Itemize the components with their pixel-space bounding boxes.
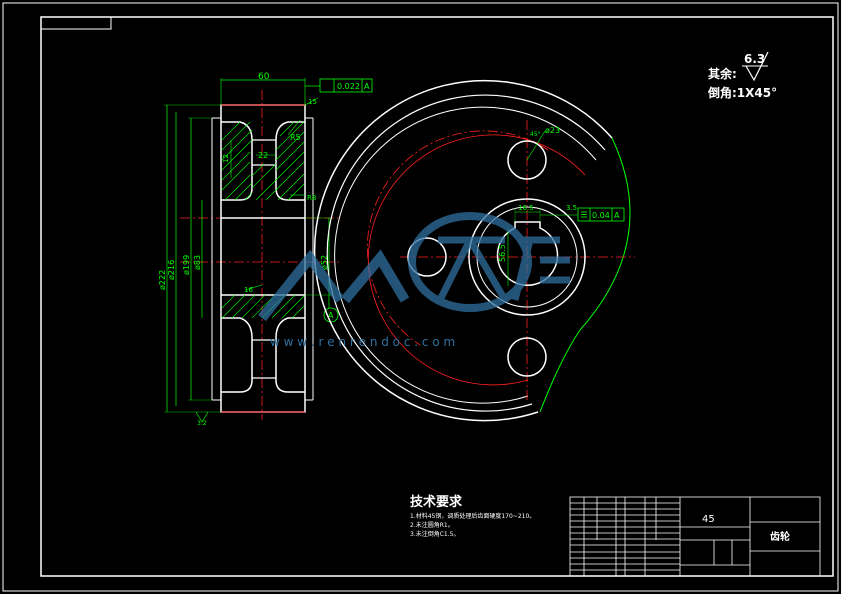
dim-56-5: 56.5 <box>498 244 507 262</box>
chamfer-note: 倒角:1X45° <box>707 85 777 100</box>
section-view <box>164 78 373 423</box>
other-surfaces-label: 其余: <box>708 66 737 81</box>
roughness-bottom: 3.2 <box>197 420 207 427</box>
dim-3-5: 3.5 <box>566 204 577 212</box>
dim-dia-216: ø216 <box>167 260 176 280</box>
dim-16-5: 16.5 <box>518 204 534 212</box>
tol-value-top: 0.022 <box>337 82 360 91</box>
dim-dia-23: ø23 <box>545 126 560 135</box>
title-material: 45 <box>702 514 715 525</box>
dim-dia-222: ø222 <box>158 270 167 290</box>
inner-frame <box>40 16 834 577</box>
dim-12: 12 <box>222 154 230 163</box>
datum-a-label: A <box>328 311 334 320</box>
tech-item-2: 2.未注圆角R1。 <box>410 521 454 529</box>
dim-angle-45: 45° <box>530 131 541 138</box>
roughness-value: 6.3 <box>744 52 765 66</box>
watermark-logo <box>258 212 570 322</box>
corner-box <box>40 16 112 30</box>
dim-dia-199: ø199 <box>182 255 191 275</box>
dim-r8: R8 <box>307 194 316 202</box>
dim-dia-52: ø52 <box>320 255 329 270</box>
tolerance-frame-key <box>577 207 625 222</box>
tol-datum-top: A <box>364 82 370 91</box>
tech-item-3: 3.未注倒角C1.5。 <box>410 530 459 538</box>
tech-title: 技术要求 <box>410 494 463 510</box>
title-block <box>569 496 821 577</box>
watermark-url: w w w . r e n r e n d o c . c o m <box>270 335 455 349</box>
dim-16-section: 16 <box>244 286 253 294</box>
tech-item-1: 1.材料45钢，调质处理后齿面硬度170~210。 <box>410 512 535 520</box>
dim-22: 22 <box>258 151 268 160</box>
tol-value-key: 0.04 <box>592 211 610 220</box>
dim-r5: R5 <box>290 133 301 142</box>
tol-datum-key: A <box>614 211 620 220</box>
tolerance-frame-top <box>319 78 373 93</box>
dim-dia-83: ø83 <box>193 255 202 270</box>
dim-angle-top: 15 <box>308 98 317 106</box>
title-part-name: 齿轮 <box>770 530 790 543</box>
surface-notes <box>742 51 769 82</box>
dim-width: 60 <box>258 72 270 82</box>
